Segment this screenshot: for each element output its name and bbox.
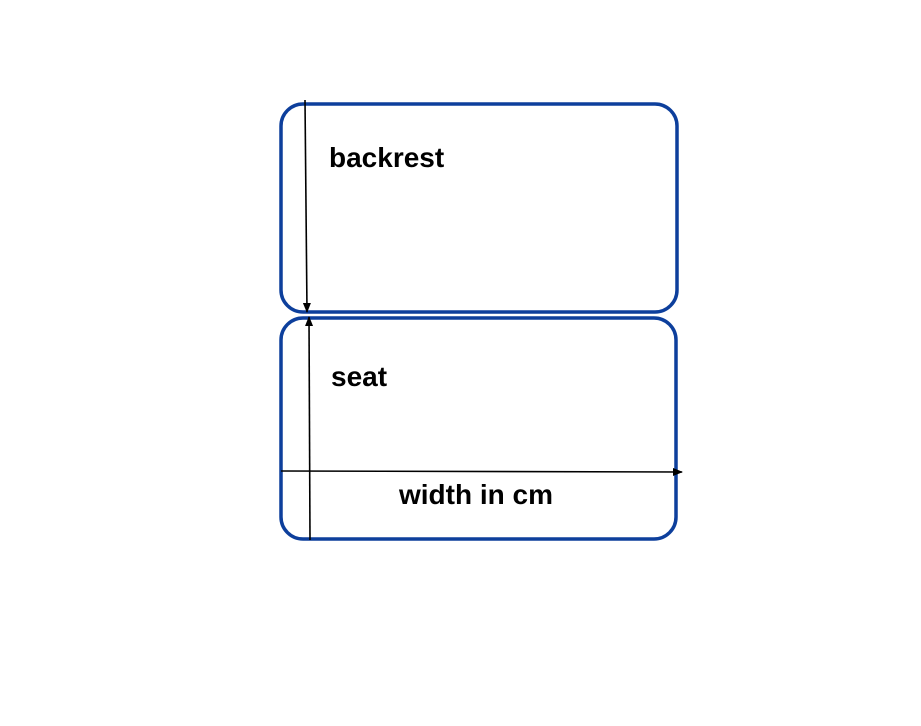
width-arrow [280,467,683,476]
seat-label: seat [331,361,387,392]
width-label: width in cm [398,479,553,510]
seat-depth-arrow [305,316,314,541]
backrest-box [279,102,679,314]
seat-box [279,316,678,541]
backrest-height-arrow [302,99,311,313]
backrest-label: backrest [329,142,444,173]
